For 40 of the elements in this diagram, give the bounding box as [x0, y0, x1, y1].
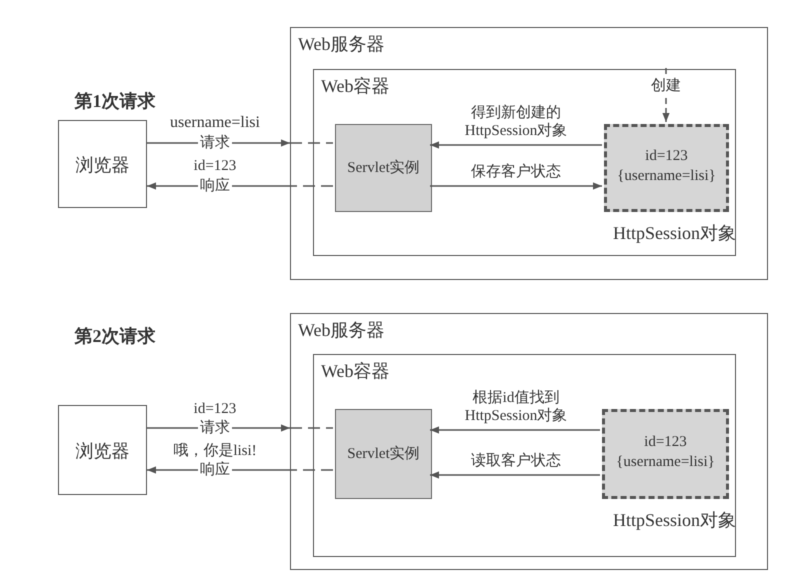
frame-heading: Web容器: [321, 75, 390, 98]
node-label: {username=lisi}: [616, 168, 717, 185]
edge-label: 请求: [198, 134, 232, 152]
edge-label: 保存客户状态: [471, 163, 561, 181]
edge-label: 创建: [649, 77, 683, 95]
message-data: 哦，你是lisi!: [173, 442, 257, 460]
frame-heading: Web容器: [321, 360, 390, 383]
container-frame: [313, 69, 736, 256]
browser-box: [58, 120, 147, 208]
node-label: id=123: [644, 148, 689, 165]
container-frame: [313, 354, 736, 557]
edge-label: 根据id值找到 HttpSession对象: [464, 389, 568, 425]
edge-label: 得到新创建的 HttpSession对象: [464, 104, 568, 140]
message-data: id=123: [194, 157, 236, 175]
message-data: id=123: [194, 400, 236, 418]
edge-label: 请求: [198, 419, 232, 437]
frame-heading: Web服务器: [298, 33, 385, 56]
servlet-box: [335, 409, 432, 499]
arrow: [430, 471, 600, 479]
object-caption: HttpSession对象: [612, 509, 736, 532]
node-label: Servlet实例: [346, 444, 421, 463]
frame-heading: Web服务器: [298, 319, 385, 342]
edge-label: 响应: [198, 461, 232, 479]
server-frame: [290, 27, 768, 280]
arrow: [430, 426, 600, 434]
object-caption: HttpSession对象: [612, 222, 736, 245]
node-label: {username=lisi}: [615, 454, 716, 471]
node-label: 浏览器: [74, 440, 130, 463]
node-label: Servlet实例: [346, 158, 421, 177]
servlet-box: [335, 124, 432, 212]
node-label: 浏览器: [74, 154, 130, 177]
edge-label: 读取客户状态: [471, 452, 561, 470]
edge-label: 响应: [198, 177, 232, 195]
server-frame: [290, 313, 768, 570]
browser-box: [58, 405, 147, 495]
arrow: [430, 182, 602, 190]
message-data: username=lisi: [170, 114, 260, 132]
arrow: [430, 141, 602, 149]
node-label: id=123: [643, 434, 688, 451]
step-title: 第2次请求: [74, 327, 156, 345]
